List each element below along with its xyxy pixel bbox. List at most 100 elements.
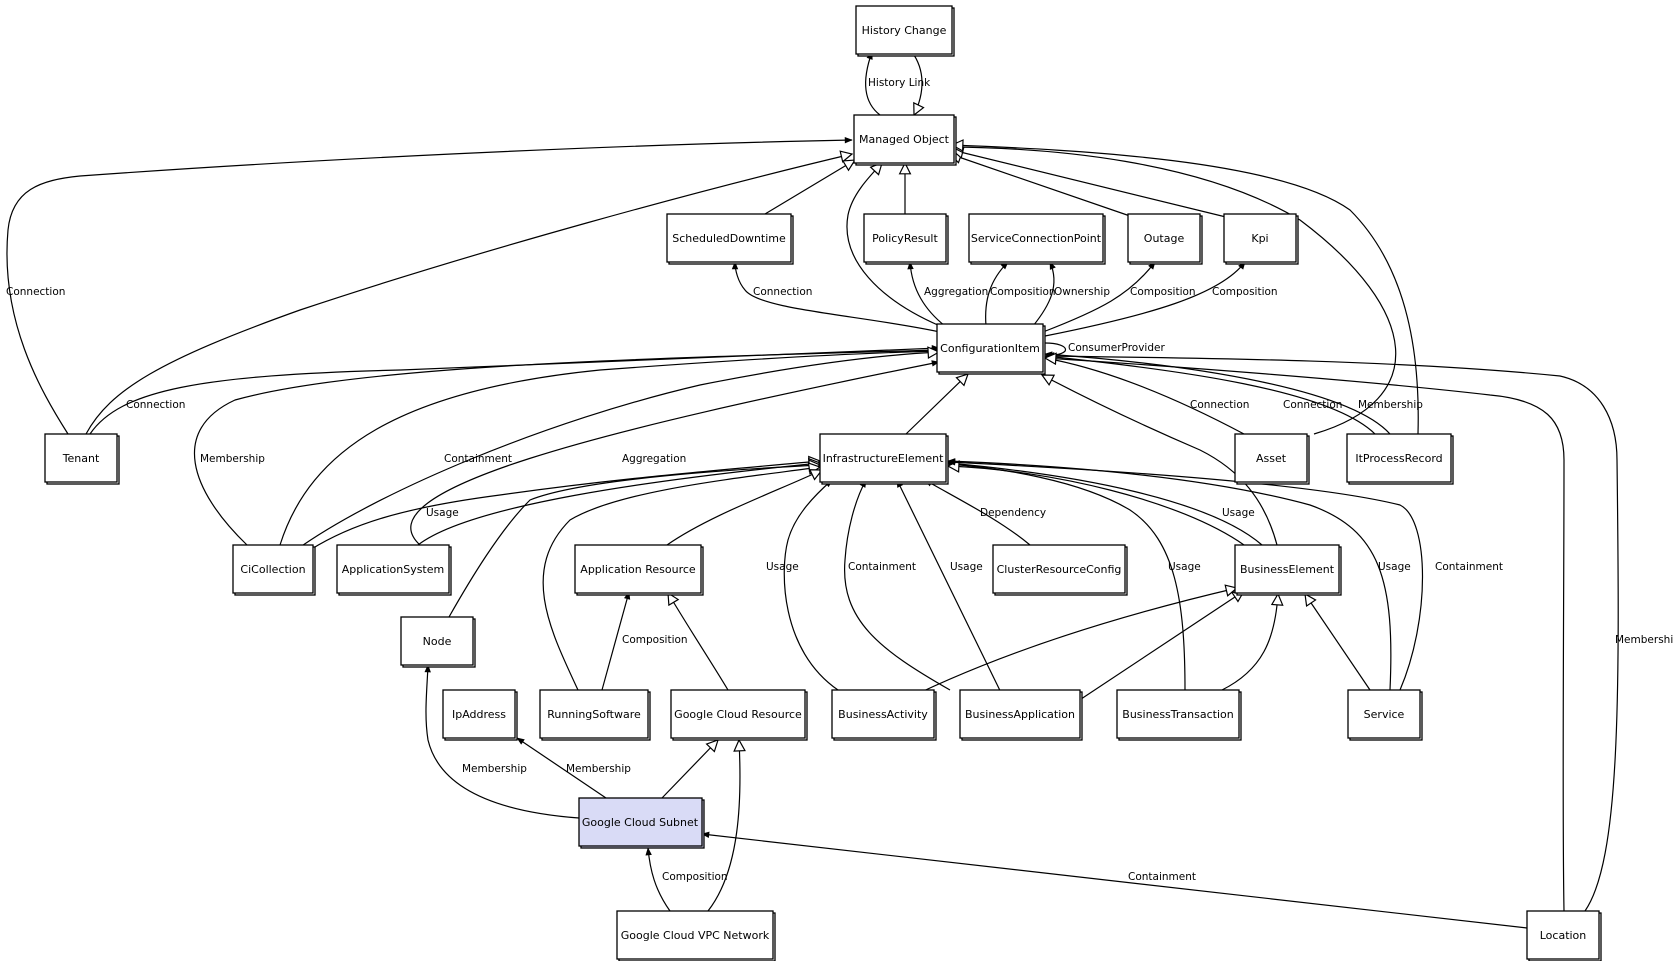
edge-business-application-ie-containment: Containment: [844, 479, 951, 691]
edge-history-link: History Link: [865, 51, 931, 115]
edge-label: Containment: [848, 561, 916, 573]
class-configuration-item[interactable]: ConfigurationItem: [936, 323, 1046, 375]
edge-label: Composition: [1212, 286, 1278, 298]
edge-label: History Link: [868, 77, 931, 89]
class-label: Tenant: [62, 452, 100, 465]
edge-label: Membership: [1615, 634, 1674, 646]
class-service-connection-point[interactable]: ServiceConnectionPoint: [968, 213, 1106, 265]
class-google-cloud-resource[interactable]: Google Cloud Resource: [670, 689, 808, 741]
class-application-system[interactable]: ApplicationSystem: [336, 544, 452, 596]
edge-node-ie-generalization: [448, 465, 820, 618]
class-location[interactable]: Location: [1526, 910, 1602, 961]
edge-running-software-ie-generalization: [542, 467, 820, 691]
class-label: ClusterResourceConfig: [997, 563, 1122, 576]
edge-label: Containment: [444, 453, 512, 465]
class-infrastructure-element[interactable]: InfrastructureElement: [819, 433, 949, 485]
edge-outage-generalization: [950, 154, 1131, 217]
class-history-change[interactable]: History Change: [855, 5, 955, 57]
edges-layer: History Link Connection: [6, 51, 1674, 929]
edge-ci-policy-result-aggregation: Aggregation: [907, 261, 988, 327]
edge-label: Aggregation: [924, 286, 988, 298]
edge-label: Connection: [753, 286, 812, 298]
class-label: ItProcessRecord: [1355, 452, 1442, 465]
class-label: InfrastructureElement: [823, 452, 944, 465]
edge-label: Connection: [1190, 399, 1249, 411]
edge-configuration-item-generalization: [846, 163, 941, 327]
edge-label: Usage: [766, 561, 799, 573]
edge-ci-outage-composition: Composition: [1042, 261, 1196, 333]
class-label: CiCollection: [240, 563, 305, 576]
edge-tenant-managed-object-connection: Connection: [6, 136, 853, 435]
class-label: Location: [1540, 929, 1587, 942]
edge-kpi-generalization: [952, 150, 1231, 219]
edge-location-ci-generalization: [1045, 358, 1565, 912]
class-tenant[interactable]: Tenant: [44, 433, 120, 485]
edge-itpr-ci-connection: Connection: [1044, 353, 1376, 435]
edge-label: Composition: [990, 286, 1056, 298]
class-business-application[interactable]: BusinessApplication: [959, 689, 1083, 741]
class-it-process-record[interactable]: ItProcessRecord: [1346, 433, 1454, 485]
class-business-activity[interactable]: BusinessActivity: [831, 689, 937, 741]
edge-label: Membership: [566, 763, 631, 775]
edge-ci-scp-ownership: Ownership: [1032, 261, 1110, 327]
edge-ci-consumer-provider: ConsumerProvider: [1044, 342, 1165, 359]
edge-vpc-gcr-generalization: [707, 740, 740, 912]
class-asset[interactable]: Asset: [1234, 433, 1310, 485]
class-label: History Change: [862, 24, 947, 37]
edge-location-ci-membership: Membership: [1044, 352, 1674, 912]
edge-label: Usage: [1168, 561, 1201, 573]
edge-label: Aggregation: [622, 453, 686, 465]
class-scheduled-downtime[interactable]: ScheduledDowntime: [666, 213, 794, 265]
class-label: ScheduledDowntime: [672, 232, 786, 245]
class-label: RunningSoftware: [547, 708, 641, 721]
edge-tenant-ci-connection: Connection: [89, 345, 940, 435]
edge-ci-collection-ie-usage: Usage: [309, 461, 820, 551]
class-cluster-resource-config[interactable]: ClusterResourceConfig: [992, 544, 1128, 596]
class-ip-address[interactable]: IpAddress: [442, 689, 518, 741]
edge-service-be-generalization: [1305, 594, 1371, 691]
edge-tenant-managed-object-generalization: [85, 154, 852, 435]
edge-google-cloud-resource-ar-generalization: [668, 593, 729, 691]
class-policy-result[interactable]: PolicyResult: [863, 213, 949, 265]
class-running-software[interactable]: RunningSoftware: [539, 689, 651, 741]
class-google-cloud-vpc-network[interactable]: Google Cloud VPC Network: [616, 910, 776, 961]
edge-subnet-gcr-generalization: [661, 740, 718, 799]
edge-label: Usage: [1378, 561, 1411, 573]
class-kpi[interactable]: Kpi: [1223, 213, 1299, 265]
class-label: ApplicationSystem: [342, 563, 444, 576]
class-managed-object[interactable]: Managed Object: [853, 114, 957, 166]
class-service[interactable]: Service: [1347, 689, 1423, 741]
edge-subnet-node-membership: Membership: [424, 664, 580, 819]
edge-business-transaction-be-generalization: [1221, 594, 1278, 691]
class-label: Google Cloud Subnet: [582, 816, 699, 829]
edge-business-element-ie-usage: Usage: [947, 460, 1263, 546]
edge-business-activity-ie-usage: Usage: [766, 479, 839, 691]
class-google-cloud-subnet[interactable]: Google Cloud Subnet: [578, 797, 705, 849]
class-node[interactable]: Node: [400, 616, 476, 668]
edge-business-element-ie-generalization: [948, 466, 1245, 546]
class-label: ConfigurationItem: [940, 342, 1040, 355]
class-label: PolicyResult: [872, 232, 938, 245]
edge-service-ie-containment: Containment: [947, 459, 1503, 691]
edge-label: Connection: [6, 286, 65, 298]
edge-business-application-ie-usage: Usage: [896, 479, 1011, 712]
edge-location-subnet-containment: Containment: [701, 831, 1528, 929]
class-business-element[interactable]: BusinessElement: [1234, 544, 1342, 596]
class-label: IpAddress: [452, 708, 506, 721]
class-label: Asset: [1256, 452, 1287, 465]
class-outage[interactable]: Outage: [1127, 213, 1203, 265]
edge-ci-scheduled-downtime-connection: Connection: [731, 261, 941, 333]
class-ci-collection[interactable]: CiCollection: [232, 544, 316, 596]
class-label: BusinessElement: [1240, 563, 1335, 576]
edge-label: Containment: [1435, 561, 1503, 573]
class-application-resource[interactable]: Application Resource: [574, 544, 704, 596]
class-business-transaction[interactable]: BusinessTransaction: [1116, 689, 1242, 741]
class-label: BusinessTransaction: [1122, 708, 1233, 721]
edge-label: ConsumerProvider: [1068, 342, 1165, 354]
class-label: Google Cloud Resource: [674, 708, 802, 721]
edge-scheduled-downtime-generalization: [764, 160, 855, 215]
edge-label: Containment: [1128, 871, 1196, 883]
edge-label: Composition: [662, 871, 728, 883]
class-label: Outage: [1144, 232, 1185, 245]
edge-it-process-record-generalization: [952, 145, 1419, 435]
